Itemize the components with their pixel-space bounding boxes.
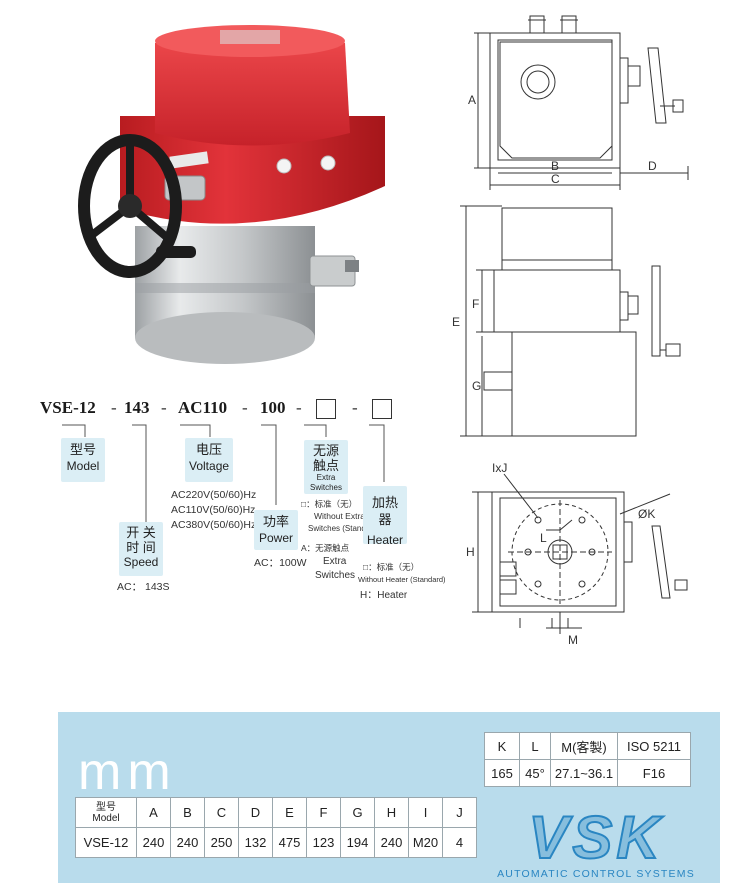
unit-label: mm (78, 743, 177, 801)
table-cell: F16 (617, 759, 691, 787)
code-separator: - (352, 398, 358, 417)
logo-mark-fill: VSK (528, 804, 663, 871)
side-view-drawing: E F G (452, 205, 681, 437)
dim-label-k: ØK (638, 507, 655, 521)
table-header: C (204, 797, 239, 828)
flange-table: K L M(客製) ISO 5211 165 45° 27.1~36.1 F16 (484, 732, 691, 787)
table-cell: 240 (170, 827, 205, 858)
table-row: 型号 Model A B C D E F G H I J (75, 797, 477, 828)
label-speed: 开 关 时 间 Speed (119, 522, 163, 576)
voltage-option: AC380V(50/60)Hz (171, 519, 257, 531)
code-separator: - (242, 398, 248, 417)
voltage-option: AC110V(50/60)Hz (171, 504, 256, 516)
code-heater-box (372, 399, 392, 419)
dim-label-b: B (551, 159, 559, 173)
table-header: J (442, 797, 477, 828)
dim-label-m: M (568, 633, 578, 647)
extra-opt1-line1: □：标准（无） (301, 499, 358, 509)
label-model: 型号 Model (61, 438, 105, 482)
table-header: M(客製) (550, 732, 618, 760)
table-cell: M20 (408, 827, 443, 858)
table-header: L (519, 732, 551, 760)
dim-label-f: F (472, 297, 479, 311)
code-connector-lines (62, 424, 385, 522)
label-extra-switches: 无源 触点 Extra Switches (304, 440, 348, 494)
vsk-logo: VSK VSK AUTOMATIC CONTROL SYSTEMS (497, 803, 695, 880)
code-power: 100 (260, 398, 286, 417)
table-header: A (136, 797, 171, 828)
speed-note: AC： 143S (117, 581, 170, 593)
table-header: I (408, 797, 443, 828)
power-note: AC：100W (254, 557, 307, 569)
table-cell: 475 (272, 827, 307, 858)
dim-label-ixj: IxJ (492, 461, 507, 475)
table-cell: 123 (306, 827, 341, 858)
code-separator: - (111, 398, 117, 417)
top-view-drawing: A B C D (468, 15, 689, 190)
table-row: VSE-12 240 240 250 132 475 123 194 240 M… (75, 827, 477, 858)
extra-opt1-line2: Without Extra (314, 511, 366, 521)
label-voltage: 电压 Voltage (185, 438, 233, 482)
dim-label-e: E (452, 315, 460, 329)
table-cell: 4 (442, 827, 477, 858)
extra-opt2-line3: Switches (315, 570, 356, 581)
table-header: D (238, 797, 273, 828)
label-power: 功率 Power (254, 510, 298, 550)
code-voltage: AC110 (178, 398, 228, 417)
code-separator: - (161, 398, 167, 417)
table-header: K (484, 732, 520, 760)
table-cell: 240 (374, 827, 409, 858)
heater-opt1-line2: Without Heater (Standard) (358, 575, 446, 584)
dim-label-a: A (468, 93, 476, 107)
table-cell: 27.1~36.1 (550, 759, 618, 787)
dimension-table: 型号 Model A B C D E F G H I J VSE-12 240 … (75, 797, 477, 858)
extra-opt2-line2: Extra (323, 556, 347, 567)
table-cell: 194 (340, 827, 375, 858)
table-row: 165 45° 27.1~36.1 F16 (484, 759, 691, 787)
table-header: B (170, 797, 205, 828)
voltage-option: AC220V(50/60)Hz (171, 489, 257, 501)
bottom-view-drawing: H IxJ L ØK M (466, 461, 688, 647)
table-cell: 132 (238, 827, 273, 858)
actuator-photo (78, 25, 385, 364)
table-header: F (306, 797, 341, 828)
table-row: K L M(客製) ISO 5211 (484, 732, 691, 760)
logo-tagline: AUTOMATIC CONTROL SYSTEMS (497, 868, 695, 880)
table-cell: 240 (136, 827, 171, 858)
dim-label-c: C (551, 172, 560, 186)
table-header: G (340, 797, 375, 828)
table-cell: 165 (484, 759, 520, 787)
table-header-model: 型号 Model (75, 797, 137, 828)
table-header: ISO 5211 (617, 732, 691, 760)
dim-label-h: H (466, 545, 475, 559)
code-extra-box (316, 399, 336, 419)
extra-opt2-line1: A：无源触点 (301, 543, 350, 553)
dim-label-g: G (472, 379, 481, 393)
table-cell: 250 (204, 827, 239, 858)
extra-opt1-line3: Switches (Standard) (308, 524, 381, 533)
logo-mark: VSK (528, 804, 663, 871)
table-cell: 45° (519, 759, 551, 787)
table-cell: VSE-12 (75, 827, 137, 858)
label-heater: 加热器 Heater (363, 486, 407, 547)
heater-opt2: H：Heater (360, 590, 408, 601)
heater-opt1-line1: □：标准（无） (363, 562, 420, 572)
dim-label-d: D (648, 159, 657, 173)
code-separator: - (296, 398, 302, 417)
table-header: H (374, 797, 409, 828)
table-header: E (272, 797, 307, 828)
code-model: VSE-12 (40, 398, 96, 417)
dim-label-l: L (540, 531, 547, 545)
code-speed: 143 (124, 398, 150, 417)
